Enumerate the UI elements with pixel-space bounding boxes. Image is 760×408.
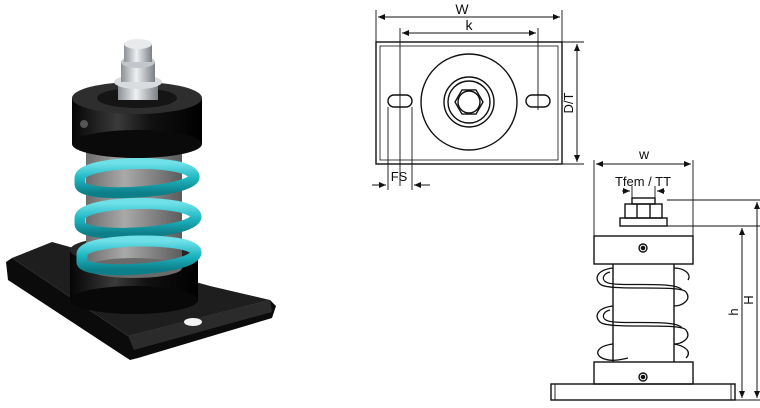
bolt-assembly — [114, 39, 162, 100]
label-thread: Tfem / TT — [615, 174, 671, 189]
side-upper-cap — [593, 235, 694, 265]
label-W: W — [455, 1, 469, 17]
outer-washer — [420, 53, 518, 151]
label-h: h — [726, 308, 741, 315]
side-base-plate — [550, 383, 736, 401]
label-FS: FS — [391, 169, 408, 184]
washer — [619, 217, 668, 227]
plate-outline — [375, 41, 563, 165]
label-DT: D/T — [561, 92, 576, 113]
label-k: k — [466, 17, 474, 33]
hex-nut — [454, 89, 484, 115]
product-photo — [6, 39, 276, 360]
side-view-drawing — [550, 160, 760, 401]
label-H: H — [741, 295, 756, 304]
top-view-drawing — [372, 10, 584, 190]
bolt-top — [631, 197, 656, 205]
side-spring — [596, 267, 690, 361]
top-nut — [624, 203, 663, 219]
label-w: w — [638, 146, 650, 162]
spring-coils — [74, 157, 202, 276]
